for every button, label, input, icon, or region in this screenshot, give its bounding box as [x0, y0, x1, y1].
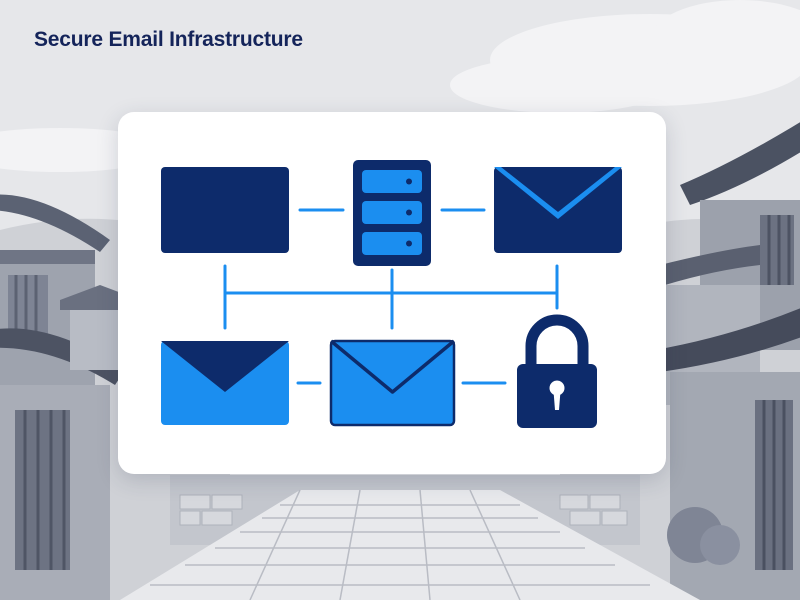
- inbox-tray-icon: [161, 167, 289, 253]
- clouds: [0, 0, 800, 172]
- padlock-icon: [517, 314, 597, 428]
- page-title: Secure Email Infrastructure: [34, 28, 303, 51]
- server-rack-icon: [353, 160, 431, 266]
- envelope-icon: [494, 167, 622, 253]
- envelope-icon: [329, 339, 456, 427]
- stone-wall: [179, 494, 628, 526]
- right-buildings: [655, 122, 800, 600]
- envelope-icon: [161, 341, 289, 425]
